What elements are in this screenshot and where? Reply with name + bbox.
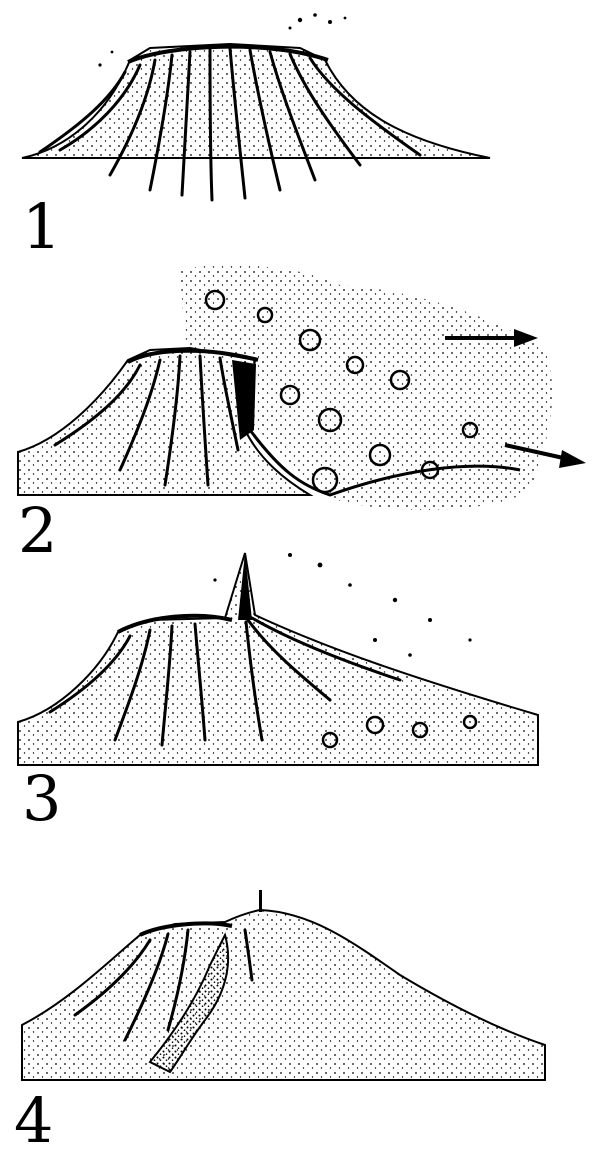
stage-2: 2 [18, 265, 586, 567]
stage-2-number: 2 [18, 494, 57, 567]
stage-4-number: 4 [14, 1084, 53, 1150]
stage-4-volcano [22, 890, 545, 1080]
stage-3-slopes [18, 553, 538, 765]
stage-4-summit-spine [259, 890, 262, 912]
stage-3-number: 3 [22, 762, 61, 835]
stage-1-volcano [22, 13, 490, 200]
stage-3-volcano [18, 553, 538, 765]
stage-4: 4 [14, 890, 545, 1150]
stage-1: 1 [22, 13, 490, 263]
stage-1-cone-body [22, 44, 490, 158]
stage-3: 3 [18, 553, 538, 835]
stage-1-number: 1 [22, 190, 61, 263]
